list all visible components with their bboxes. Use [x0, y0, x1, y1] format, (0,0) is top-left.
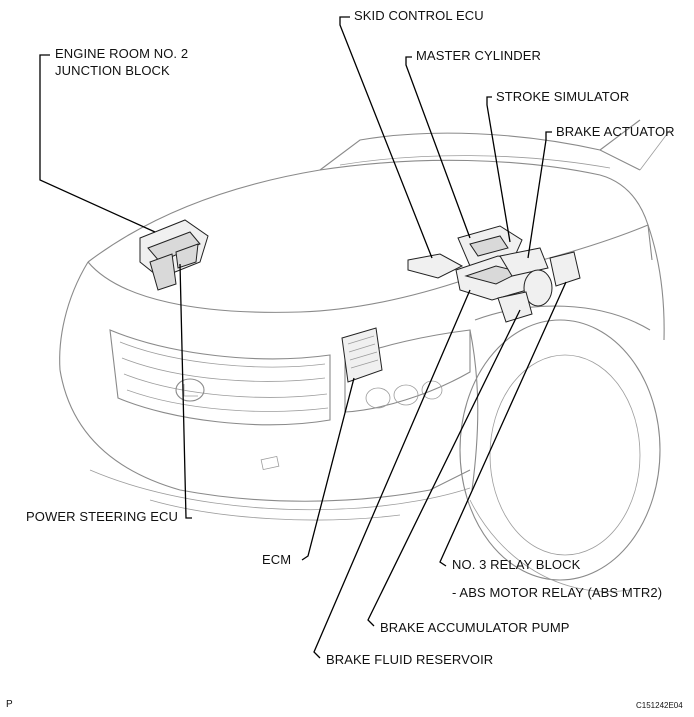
master-cylinder-label: MASTER CYLINDER — [416, 48, 542, 63]
engine-room-jb-leader — [39, 54, 156, 233]
skid-control-ecu-leader — [339, 16, 433, 259]
power-steering-ecu-label: POWER STEERING ECU — [26, 509, 179, 524]
no3-relay-block-part — [549, 251, 581, 287]
brake-fluid-reservoir-leader — [313, 289, 471, 659]
power-steering-ecu-leader — [179, 263, 192, 519]
brake-fluid-reservoir-label: BRAKE FLUID RESERVOIR — [326, 652, 494, 667]
page-marker: P — [6, 699, 13, 710]
ecm-part — [341, 327, 383, 383]
engine-room-junction-block-part — [139, 219, 209, 291]
brake-accumulator-pump-label: BRAKE ACCUMULATOR PUMP — [380, 620, 570, 635]
brake-accumulator-pump-leader — [367, 309, 521, 627]
ecm-label: ECM — [262, 552, 292, 567]
no3-relay-block-label: NO. 3 RELAY BLOCK — [452, 557, 581, 572]
ecm-leader — [301, 377, 355, 561]
leader-lines — [39, 16, 567, 659]
brake-actuator-label: BRAKE ACTUATOR — [556, 124, 675, 139]
brake-actuator-assembly-part — [455, 225, 553, 323]
no3-relay-block-leader — [439, 281, 567, 567]
stroke-simulator-leader — [486, 96, 511, 243]
figure-code: C151242E04 — [636, 701, 683, 710]
stroke-simulator-label: STROKE SIMULATOR — [496, 89, 630, 104]
master-cylinder-leader — [405, 56, 471, 239]
brake-actuator-leader — [527, 131, 552, 259]
engine-room-jb-label-line2: JUNCTION BLOCK — [55, 63, 170, 78]
abs-motor-relay-label: - ABS MOTOR RELAY (ABS MTR2) — [452, 585, 663, 600]
engine-room-jb-label-line1: ENGINE ROOM NO. 2 — [55, 46, 189, 61]
skid-control-ecu-label: SKID CONTROL ECU — [354, 8, 484, 23]
skid-control-ecu-part — [407, 253, 464, 279]
